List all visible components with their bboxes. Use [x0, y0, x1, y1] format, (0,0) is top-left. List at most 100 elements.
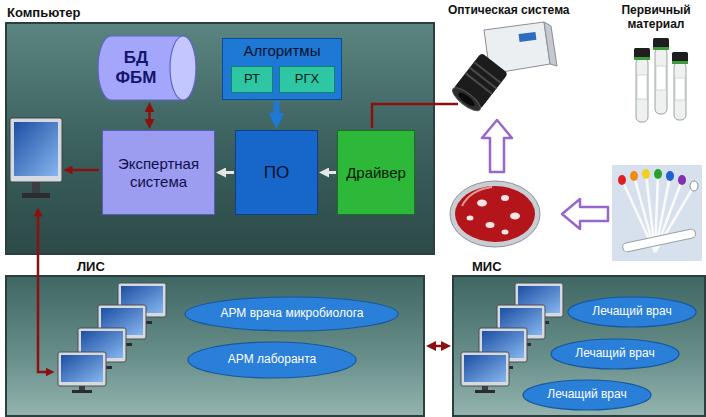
swab-stick [655, 174, 658, 252]
swab-cap [654, 169, 662, 179]
leader-line [68, 169, 99, 172]
label-holder: Оптическая система [448, 3, 583, 17]
main-monitor [10, 118, 62, 198]
flow-arrow [482, 120, 512, 172]
cylinder-end [170, 36, 196, 100]
connector-arrow [431, 345, 446, 348]
tube-label [656, 66, 666, 90]
ellipse-shape [188, 342, 356, 378]
swab-cap [642, 169, 650, 179]
computer-icon [78, 328, 126, 369]
swab-cap [618, 175, 626, 185]
lens-rib [470, 68, 497, 89]
computer-icon [515, 283, 563, 324]
monitor-frame [10, 118, 62, 182]
panel-title: МИС [472, 259, 502, 274]
label-holder: Первичный материал [610, 3, 702, 31]
workstation-label: АРМ лаборанта [228, 353, 316, 367]
colony [510, 213, 520, 220]
database-cylinder: БД ФБМ [97, 35, 197, 101]
ellipse-shape [185, 297, 398, 331]
tube-body [655, 48, 667, 114]
caption-label: Оптическая система [448, 3, 583, 17]
flow-arrow [562, 199, 608, 229]
connector-arrow [221, 171, 234, 174]
test-tubes [634, 38, 688, 122]
tube-body [636, 58, 648, 122]
workstation-ellipse: Лечащий врач [522, 379, 652, 411]
workstation-ellipse: АРМ врача микробиолога [184, 296, 399, 332]
caption-label: Первичный материал [610, 3, 702, 31]
swab-stick [634, 176, 655, 252]
workstation-label: Лечащий врач [575, 347, 654, 361]
computer-icon [118, 283, 166, 324]
tube-band [672, 61, 688, 64]
camera-body [484, 22, 550, 74]
tube-cap [672, 52, 688, 63]
lens-rib [474, 62, 501, 83]
tube-label [637, 75, 647, 99]
panel-title: ЛИС [77, 259, 105, 274]
computer-icon [58, 352, 106, 393]
connector-arrow [148, 107, 151, 124]
colony [501, 195, 509, 201]
photo-ground [612, 165, 702, 261]
process-box: Драйвер [337, 130, 415, 215]
workstation-ellipse: Лечащий врач [550, 338, 680, 370]
swab-stick [655, 180, 682, 252]
transport-tube [622, 228, 696, 252]
swab-stick [655, 186, 694, 252]
database-label: БД ФБМ [111, 48, 161, 87]
computer-icon [461, 352, 509, 393]
monitor-screen [14, 122, 58, 176]
workstation-label: Лечащий врач [547, 388, 626, 402]
workstation-label: Лечащий врач [592, 305, 671, 319]
system-panel: КомпьютерБД ФБМАлгоритмыРТРГХЭкспертная … [5, 22, 435, 255]
system-panel: МИСЛечащий врачЛечащий врачЛечащий врач [452, 275, 706, 417]
workstation-ellipse: Лечащий врач [567, 296, 697, 328]
tube-band [653, 47, 669, 50]
camera-side [544, 22, 557, 66]
swab-stick [622, 180, 655, 252]
computer-icon [497, 305, 545, 346]
box-label: РТ [244, 72, 260, 87]
box-label: Драйвер [346, 164, 406, 181]
tube-band [634, 57, 650, 60]
leader-line [38, 212, 50, 372]
panel-title: Компьютер [7, 5, 80, 20]
ellipse-shape [551, 339, 679, 369]
lens-rib [465, 73, 492, 94]
colony [502, 230, 509, 235]
swab-cap [666, 171, 674, 181]
process-box: РГХ [279, 66, 335, 93]
petri-dish [450, 181, 540, 247]
box-label: Алгоритмы [244, 42, 321, 59]
cylinder-body [98, 36, 196, 100]
box-label: ПО [264, 163, 289, 183]
process-box: АлгоритмыРТ РГХ [222, 38, 342, 100]
ellipse-shape [523, 380, 651, 410]
swab-cap [630, 171, 638, 181]
video-camera [449, 22, 557, 115]
colony [477, 200, 487, 207]
process-box: РТ [231, 66, 273, 93]
swab-stick [646, 174, 655, 252]
colony [486, 222, 495, 228]
lens-glass [456, 90, 476, 108]
box-label: РГХ [295, 72, 319, 87]
swab-cap [678, 175, 686, 185]
process-box: Экспертная система [102, 130, 215, 215]
monitor-neck [32, 182, 40, 193]
tube-cap [634, 48, 650, 59]
camera-cable [372, 104, 458, 128]
connector-arrow [274, 101, 280, 121]
computer-icon [98, 305, 146, 346]
workstation-ellipse: АРМ лаборанта [187, 341, 357, 379]
tube-body [674, 62, 686, 120]
swabs-photo [612, 165, 702, 261]
swab-stick [655, 176, 670, 252]
box-label: Экспертная система [109, 155, 208, 190]
ellipse-shape [568, 297, 696, 327]
reflection [462, 187, 492, 206]
